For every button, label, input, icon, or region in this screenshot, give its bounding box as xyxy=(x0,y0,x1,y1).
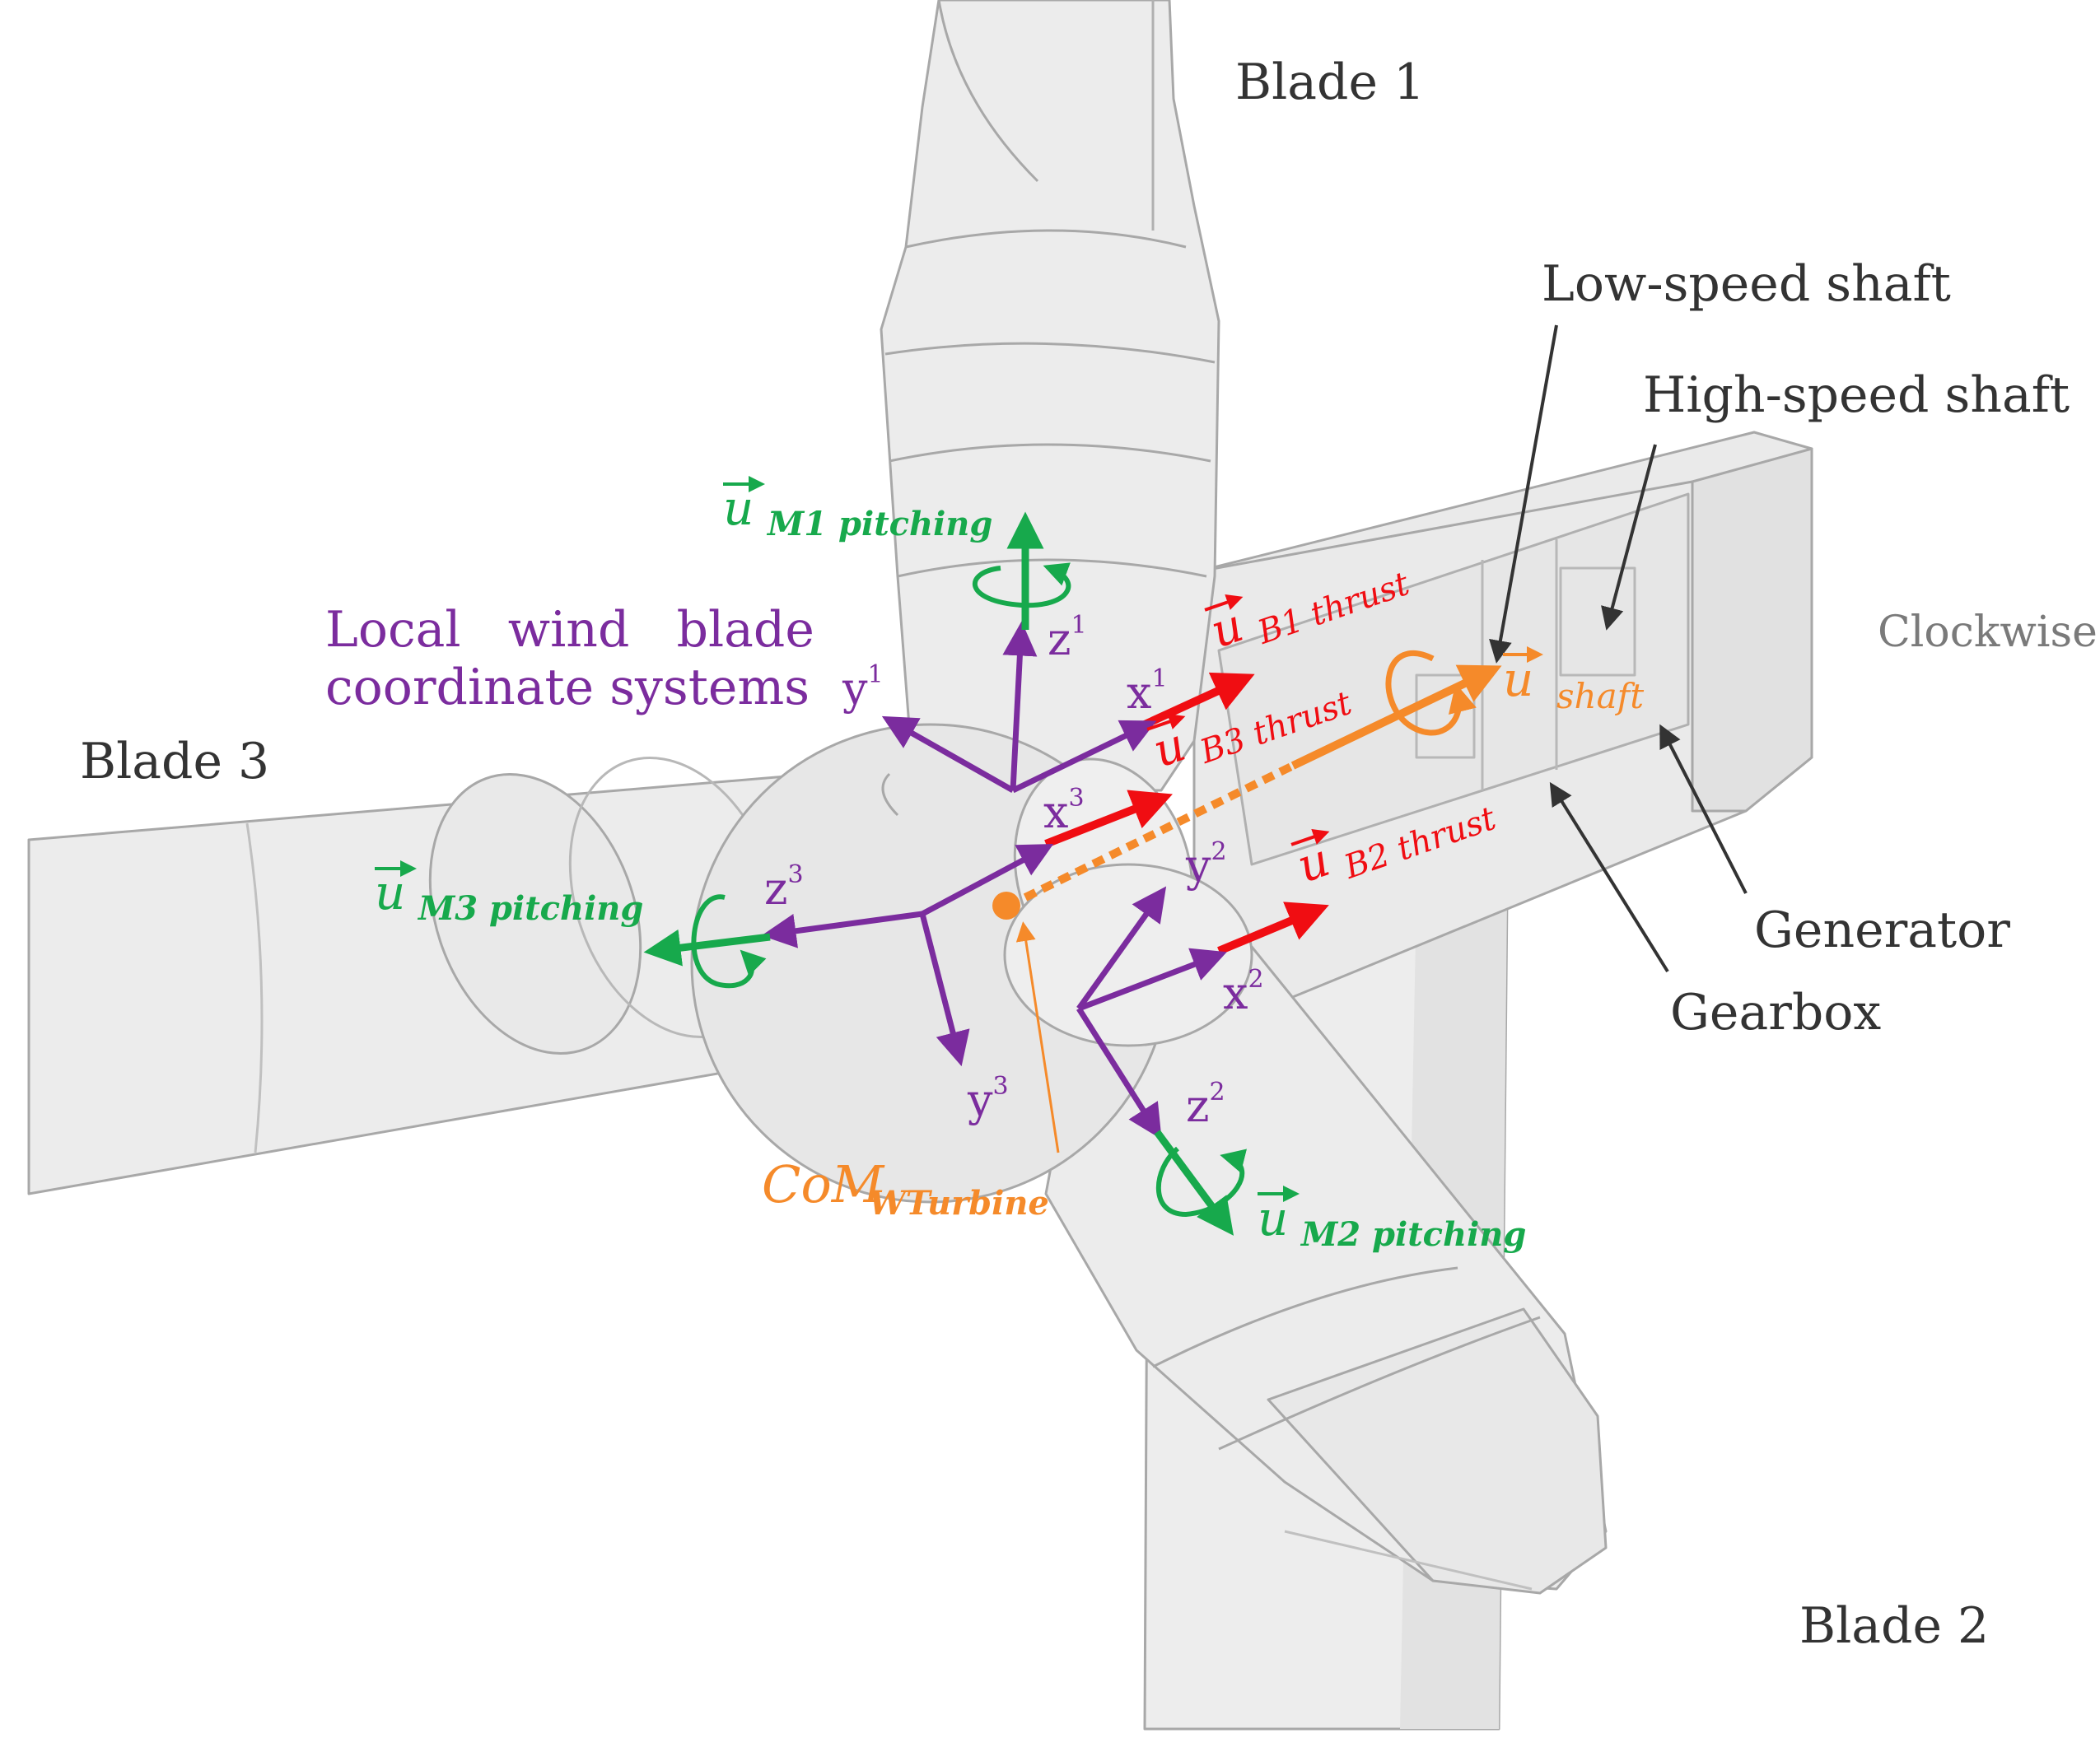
axis-label-y2: y2 xyxy=(1185,837,1227,892)
blade-1 xyxy=(880,0,1220,792)
label-clockwise: Clockwise xyxy=(1878,608,2098,657)
axis-x1 xyxy=(1011,720,1157,794)
svg-text:M3 pitching: M3 pitching xyxy=(417,889,643,928)
axis-label-z1: z1 xyxy=(1048,611,1087,665)
svg-text:WTurbine: WTurbine xyxy=(869,1184,1049,1223)
axis-z1 xyxy=(1002,621,1038,791)
m3-rotation-icon xyxy=(691,894,767,989)
axis-label-z3: z3 xyxy=(764,860,804,915)
leader-low-speed-shaft xyxy=(1489,324,1558,664)
axis-x3-base xyxy=(921,844,1054,917)
svg-text:u: u xyxy=(1503,651,1533,707)
b2-thrust-arrow xyxy=(1217,902,1329,955)
label-m3-pitching: u M3 pitching xyxy=(375,860,643,928)
label-local-coords-line1: Local wind blade xyxy=(325,601,814,659)
svg-text:u: u xyxy=(723,480,754,536)
leader-arrows xyxy=(1489,324,1748,973)
axis-y1 xyxy=(881,715,1015,794)
pitching-moments xyxy=(643,511,1248,1236)
com-dot xyxy=(992,892,1020,920)
label-low-speed-shaft: Low-speed shaft xyxy=(1542,255,1951,313)
leader-gearbox xyxy=(1549,781,1669,973)
svg-text:CoM: CoM xyxy=(762,1154,885,1214)
axis-label-x2: x2 xyxy=(1223,965,1264,1019)
axis-z2 xyxy=(1076,1007,1162,1139)
leader-high-speed-shaft xyxy=(1601,444,1657,631)
shaft-rotation-icon xyxy=(1385,650,1477,736)
m2-pitching-arrow xyxy=(1154,1130,1234,1236)
blade-2-tip xyxy=(1267,1307,1608,1595)
label-m2-pitching: u M2 pitching xyxy=(1258,1186,1526,1254)
axis-y2 xyxy=(1076,886,1167,1011)
svg-text:u: u xyxy=(1258,1191,1288,1246)
com-shaft-dotted xyxy=(1023,762,1295,902)
label-m1-pitching: u M1 pitching xyxy=(723,476,992,543)
label-generator: Generator xyxy=(1754,902,2010,959)
m1-rotation-icon xyxy=(972,562,1071,608)
label-blade-1: Blade 1 xyxy=(1235,54,1425,111)
axis-label-y1: y1 xyxy=(842,660,884,715)
leader-generator xyxy=(1659,724,1748,894)
label-gearbox: Gearbox xyxy=(1670,984,1881,1041)
label-shaft: u shaft xyxy=(1503,646,1644,716)
axis-y3 xyxy=(919,913,970,1067)
label-high-speed-shaft: High-speed shaft xyxy=(1643,366,2070,424)
b3-thrust-arrow xyxy=(1044,790,1173,848)
svg-text:M1 pitching: M1 pitching xyxy=(766,505,992,543)
label-blade-2: Blade 2 xyxy=(1799,1597,1989,1655)
gearbox-housing xyxy=(1217,492,1690,866)
blade-3-root-section xyxy=(428,773,642,1055)
nacelle-front-face xyxy=(1691,447,1813,813)
axis-x2 xyxy=(1077,948,1227,1012)
axis-label-x1: x1 xyxy=(1127,664,1168,719)
m3-pitching-arrow xyxy=(643,929,771,967)
svg-text:M2 pitching: M2 pitching xyxy=(1300,1215,1526,1254)
thrust-vectors xyxy=(1044,672,1329,955)
axis-label-z2: z2 xyxy=(1186,1078,1225,1132)
axis-label-x3: x3 xyxy=(1043,784,1085,838)
turbine-body xyxy=(27,0,1813,1731)
label-com-wturbine: CoM WTurbine xyxy=(762,1154,1049,1223)
axis-z3 xyxy=(761,911,923,948)
b1-thrust-arrow xyxy=(1142,672,1255,729)
m2-rotation-icon xyxy=(1155,1146,1248,1218)
nacelle-edge xyxy=(1193,480,1694,811)
shaft-group xyxy=(992,650,1502,1153)
svg-text:shaft: shaft xyxy=(1556,676,1644,716)
label-local-coords-line2: coordinate systems xyxy=(325,659,810,716)
com-leader xyxy=(1015,921,1060,1153)
svg-text:u: u xyxy=(375,864,405,920)
axis-label-y3: y3 xyxy=(967,1072,1009,1126)
label-blade-3: Blade 3 xyxy=(80,733,269,790)
local-coordinate-systems xyxy=(761,621,1227,1139)
